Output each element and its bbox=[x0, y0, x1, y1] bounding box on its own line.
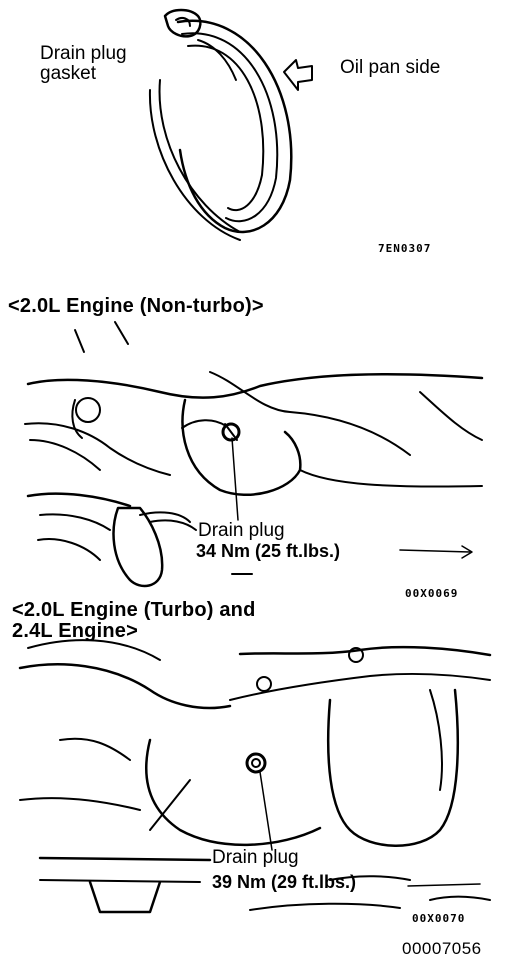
turbo-heading: <2.0L Engine (Turbo) and 2.4L Engine> bbox=[12, 600, 256, 642]
non-turbo-drain-plug-label: Drain plug bbox=[198, 520, 285, 541]
oil-pan-side-arrow-icon bbox=[283, 59, 313, 91]
non-turbo-figure-code: 00X0069 bbox=[405, 587, 459, 600]
gasket-label-line-2: gasket bbox=[40, 62, 96, 84]
gasket-figure-code: 7EN0307 bbox=[378, 242, 432, 255]
gasket-label-line-1: Drain plug bbox=[40, 43, 127, 64]
gasket-illustration bbox=[148, 8, 293, 241]
non-turbo-torque-spec: 34 Nm (25 ft.lbs.) bbox=[196, 541, 341, 561]
drain-plug-leader-lines-turbo bbox=[259, 771, 481, 887]
non-turbo-heading: <2.0L Engine (Non-turbo)> bbox=[8, 295, 264, 317]
engine-non-turbo-illustration bbox=[24, 321, 484, 588]
turbo-heading-line-1: <2.0L Engine (Turbo) and bbox=[12, 599, 256, 621]
turbo-figure-code: 00X0070 bbox=[412, 912, 466, 925]
turbo-torque-spec: 39 Nm (29 ft.lbs.) bbox=[212, 872, 357, 892]
turbo-drain-plug-label: Drain plug bbox=[212, 847, 299, 868]
drain-plug-gasket-label: Drain plug gasket bbox=[40, 44, 127, 84]
oil-pan-side-label: Oil pan side bbox=[340, 57, 441, 78]
document-number: 00007056 bbox=[402, 939, 482, 958]
drain-plug-leader-lines bbox=[231, 437, 473, 559]
turbo-heading-line-2: 2.4L Engine> bbox=[12, 620, 138, 642]
engine-turbo-illustration bbox=[18, 639, 492, 914]
